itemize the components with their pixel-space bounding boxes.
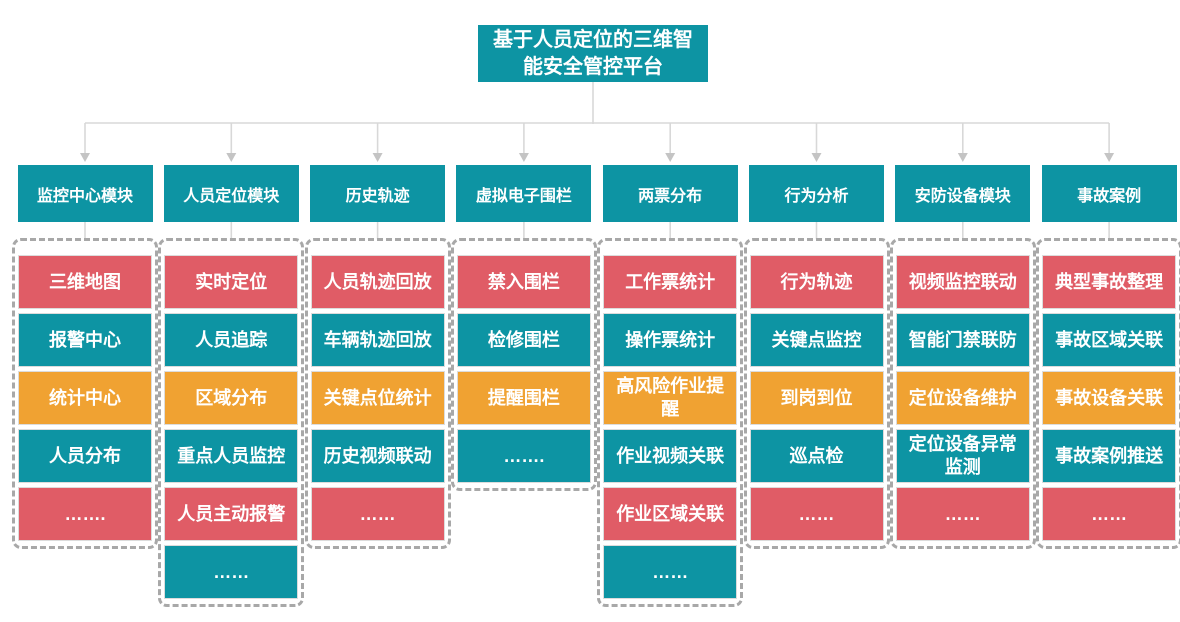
feature-item: 作业区域关联 xyxy=(603,487,738,541)
module-items-panel: 典型事故整理事故区域关联事故设备关联事故案例推送…… xyxy=(1036,238,1180,549)
feature-item: 人员轨迹回放 xyxy=(310,255,445,309)
module-column: 虚拟电子围栏禁入围栏检修围栏提醒围栏……. xyxy=(450,165,597,491)
module-items-panel: 行为轨迹关键点监控到岗到位巡点检…… xyxy=(743,238,890,549)
feature-item: 事故案例推送 xyxy=(1042,429,1177,483)
module-column: 监控中心模块三维地图报警中心统计中心人员分布……. xyxy=(12,165,158,549)
feature-item: 到岗到位 xyxy=(749,371,884,425)
module-header: 两票分布 xyxy=(602,165,738,222)
module-header: 安防设备模块 xyxy=(895,165,1031,222)
feature-item: ……. xyxy=(18,487,152,541)
feature-item: 智能门禁联防 xyxy=(895,313,1030,367)
feature-item: 三维地图 xyxy=(18,255,152,309)
feature-item: 重点人员监控 xyxy=(164,429,299,483)
module-column: 事故案例典型事故整理事故区域关联事故设备关联事故案例推送…… xyxy=(1036,165,1180,549)
feature-item: …… xyxy=(164,545,299,599)
module-column: 行为分析行为轨迹关键点监控到岗到位巡点检…… xyxy=(743,165,890,549)
module-header: 虚拟电子围栏 xyxy=(456,165,592,222)
module-header: 历史轨迹 xyxy=(310,165,446,222)
feature-item: 作业视频关联 xyxy=(603,429,738,483)
module-column: 历史轨迹人员轨迹回放车辆轨迹回放关键点位统计历史视频联动…… xyxy=(304,165,451,549)
feature-item: 人员主动报警 xyxy=(164,487,299,541)
module-items-panel: 实时定位人员追踪区域分布重点人员监控人员主动报警…… xyxy=(158,238,305,607)
feature-item: 检修围栏 xyxy=(456,313,591,367)
feature-item: 关键点监控 xyxy=(749,313,884,367)
feature-item: 行为轨迹 xyxy=(749,255,884,309)
module-header: 监控中心模块 xyxy=(17,165,153,222)
module-header: 人员定位模块 xyxy=(163,165,299,222)
module-column: 安防设备模块视频监控联动智能门禁联防定位设备维护定位设备异常监测…… xyxy=(889,165,1036,549)
module-items-panel: 工作票统计操作票统计高风险作业提醒作业视频关联作业区域关联…… xyxy=(597,238,744,607)
feature-item: 人员追踪 xyxy=(164,313,299,367)
module-header: 行为分析 xyxy=(749,165,884,222)
feature-item: 操作票统计 xyxy=(603,313,738,367)
feature-item: 实时定位 xyxy=(164,255,299,309)
feature-item: 定位设备异常监测 xyxy=(895,429,1030,483)
feature-item: 定位设备维护 xyxy=(895,371,1030,425)
feature-item: 巡点检 xyxy=(749,429,884,483)
feature-item: 报警中心 xyxy=(18,313,152,367)
feature-item: 关键点位统计 xyxy=(310,371,445,425)
feature-item: 人员分布 xyxy=(18,429,152,483)
feature-item: 提醒围栏 xyxy=(456,371,591,425)
module-items-panel: 人员轨迹回放车辆轨迹回放关键点位统计历史视频联动…… xyxy=(304,238,451,549)
feature-item: 典型事故整理 xyxy=(1042,255,1177,309)
feature-item: 历史视频联动 xyxy=(310,429,445,483)
feature-item: ……. xyxy=(456,429,591,483)
module-column: 两票分布工作票统计操作票统计高风险作业提醒作业视频关联作业区域关联…… xyxy=(597,165,744,607)
feature-item: …… xyxy=(1042,487,1177,541)
feature-item: 统计中心 xyxy=(18,371,152,425)
feature-item: 禁入围栏 xyxy=(456,255,591,309)
feature-item: …… xyxy=(310,487,445,541)
module-items-panel: 三维地图报警中心统计中心人员分布……. xyxy=(12,238,158,549)
feature-item: …… xyxy=(603,545,738,599)
module-column: 人员定位模块实时定位人员追踪区域分布重点人员监控人员主动报警…… xyxy=(158,165,305,607)
feature-item: 事故设备关联 xyxy=(1042,371,1177,425)
feature-item: 区域分布 xyxy=(164,371,299,425)
module-items-panel: 禁入围栏检修围栏提醒围栏……. xyxy=(450,238,597,491)
feature-item: 事故区域关联 xyxy=(1042,313,1177,367)
feature-item: …… xyxy=(895,487,1030,541)
feature-item: 视频监控联动 xyxy=(895,255,1030,309)
feature-item: 车辆轨迹回放 xyxy=(310,313,445,367)
module-items-panel: 视频监控联动智能门禁联防定位设备维护定位设备异常监测…… xyxy=(889,238,1036,549)
module-header: 事故案例 xyxy=(1041,165,1177,222)
root-node: 基于人员定位的三维智能安全管控平台 xyxy=(478,25,708,82)
feature-item: 工作票统计 xyxy=(603,255,738,309)
feature-item: …… xyxy=(749,487,884,541)
feature-item: 高风险作业提醒 xyxy=(603,371,738,425)
